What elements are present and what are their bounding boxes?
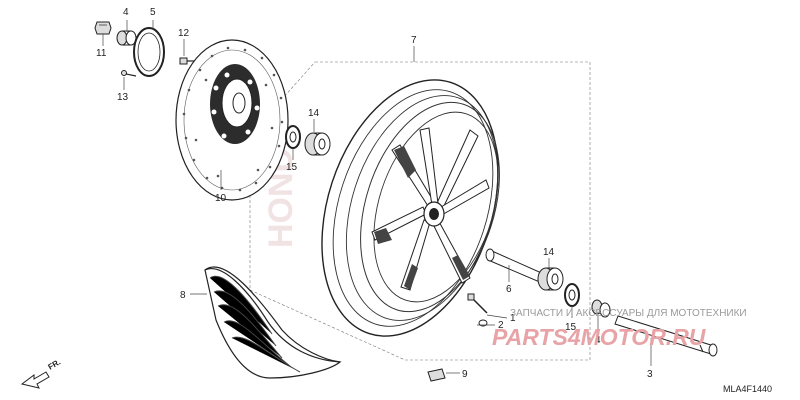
callout-4-right: 4 <box>595 335 601 346</box>
callout-15-right: 15 <box>565 322 577 333</box>
brake-disc <box>175 39 289 201</box>
collar-4 <box>116 30 137 46</box>
callout-8: 8 <box>180 290 186 301</box>
axle-3 <box>614 315 718 357</box>
callout-11: 11 <box>96 48 107 59</box>
tire-8 <box>204 266 342 379</box>
callout-15-left: 15 <box>286 162 298 173</box>
balance-weight-9 <box>427 368 446 382</box>
callout-4-top: 4 <box>123 7 129 18</box>
callout-14-right: 14 <box>543 247 555 258</box>
callout-6: 6 <box>506 284 512 295</box>
valve-1 <box>467 293 488 314</box>
sensor-ring-5 <box>133 27 165 77</box>
callout-1: 1 <box>510 313 516 324</box>
callout-3: 3 <box>647 369 653 380</box>
bolt-11 <box>94 21 112 35</box>
callout-9: 9 <box>462 369 468 380</box>
collar-4-right <box>591 299 611 318</box>
screw-13 <box>121 70 137 77</box>
callout-12: 12 <box>178 28 190 39</box>
assembly-outline <box>249 61 591 361</box>
distance-collar-6 <box>485 248 547 284</box>
diagram-code: MLA4F1440 <box>723 384 772 394</box>
dust-seal-15-left <box>285 125 301 149</box>
front-direction-arrow-icon <box>20 371 50 389</box>
wheel-rim <box>321 79 500 337</box>
callout-5: 5 <box>150 7 156 18</box>
callout-2: 2 <box>498 320 504 331</box>
callout-7: 7 <box>411 35 417 46</box>
callout-10: 10 <box>215 193 227 204</box>
screw-12 <box>179 57 194 65</box>
callout-13: 13 <box>117 92 129 103</box>
shop-watermark-brand: PARTS4MOTOR.RU <box>492 324 707 350</box>
ring-2 <box>478 319 488 327</box>
dust-seal-15-right <box>564 283 580 307</box>
shop-watermark-text: ЗАПЧАСТИ И АКСЕССУАРЫ ДЛЯ МОТОТЕХНИКИ <box>510 308 747 319</box>
bearing-14-right <box>537 267 564 291</box>
front-direction-label: FR. <box>47 357 63 371</box>
callout-14-left: 14 <box>308 108 320 119</box>
bearing-14-left <box>304 132 331 156</box>
